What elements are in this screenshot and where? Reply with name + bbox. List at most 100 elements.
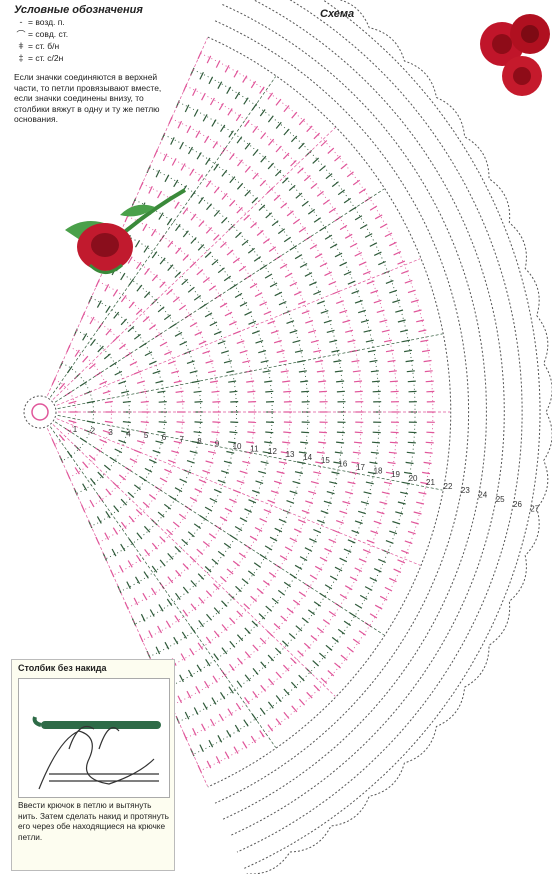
stitch-mark — [179, 141, 184, 150]
stitch-mark — [384, 232, 393, 238]
stitch-mark — [282, 152, 290, 160]
stitch-mark — [298, 698, 306, 706]
stitch-mark — [241, 578, 249, 585]
stitch-mark — [283, 688, 290, 696]
stitch-mark — [228, 441, 237, 444]
stitch-mark — [120, 498, 128, 506]
stitch-mark — [193, 707, 199, 715]
stitch-mark — [265, 390, 274, 393]
stitch-mark — [336, 390, 345, 393]
stitch-mark — [358, 558, 367, 563]
stitch-mark — [164, 350, 172, 356]
legend-label: = ст. с/2н — [28, 53, 64, 63]
stitch-mark — [309, 574, 318, 580]
stitch-mark — [219, 575, 227, 583]
stitch-mark — [366, 280, 375, 285]
stitch-mark — [400, 329, 409, 333]
stitch-mark — [292, 218, 301, 225]
stitch-mark — [113, 311, 120, 319]
stitch-mark — [270, 330, 279, 334]
stitch-mark — [128, 515, 135, 523]
stitch-mark — [211, 390, 220, 393]
stitch-mark — [244, 189, 251, 197]
stitch-mark — [379, 595, 388, 601]
stitch-mark — [262, 451, 271, 454]
stitch-mark — [346, 646, 354, 653]
stitch-mark — [102, 390, 111, 394]
stitch-mark — [303, 642, 311, 649]
stitch-mark — [354, 215, 363, 221]
stitch-mark — [364, 233, 373, 238]
stitch-mark — [244, 697, 250, 705]
stitch-mark — [136, 261, 142, 270]
stitch-mark — [173, 636, 179, 645]
stitch-mark — [202, 350, 211, 355]
stitch-mark — [253, 256, 262, 262]
stitch-mark — [297, 300, 306, 305]
stitch-mark — [313, 684, 321, 692]
stitch-mark — [329, 481, 338, 485]
scheme-row-arc — [185, 85, 398, 739]
stitch-mark — [301, 617, 309, 624]
stitch-mark — [221, 647, 228, 655]
stitch-mark — [173, 179, 179, 188]
stitch-mark — [205, 658, 211, 667]
stitch-mark — [127, 325, 135, 333]
stitch-mark — [298, 142, 305, 150]
stitch-mark — [186, 125, 192, 134]
stitch-mark — [313, 471, 322, 475]
stitch-mark — [158, 604, 164, 612]
stitch-mark — [213, 210, 220, 217]
stitch-mark — [276, 349, 285, 354]
stitch-mark — [142, 501, 150, 508]
stitch-mark — [267, 724, 274, 732]
stitch-mark — [96, 300, 102, 308]
stitch-mark — [265, 212, 273, 219]
stitch-mark — [179, 478, 188, 483]
stitch-mark — [352, 451, 361, 454]
stitch-mark — [243, 97, 249, 105]
row-number-label: 24 — [478, 491, 487, 500]
stitch-mark — [163, 503, 172, 510]
stitch-mark — [158, 401, 167, 403]
stitch-mark — [194, 331, 203, 336]
row-number-label: 9 — [215, 439, 220, 448]
stitch-mark — [280, 202, 288, 209]
stitch-mark — [213, 583, 220, 590]
stitch-mark — [259, 179, 267, 187]
stitch-mark — [163, 314, 172, 321]
stitch-mark — [264, 273, 273, 279]
stitch-mark — [164, 468, 172, 474]
stitch-mark — [300, 380, 309, 383]
stitch-mark — [318, 380, 327, 383]
stitch-mark — [267, 701, 274, 709]
stitch-mark — [238, 552, 247, 559]
stitch-mark — [136, 440, 145, 444]
stitch-mark — [425, 380, 434, 383]
scheme-row-arc — [207, 36, 452, 788]
stitch-mark — [385, 349, 395, 353]
stitch-mark — [294, 254, 303, 260]
stitch-mark — [260, 360, 269, 363]
stitch-mark — [354, 567, 363, 573]
stitch-mark — [279, 263, 288, 269]
stitch-mark — [319, 556, 328, 562]
stitch-mark — [334, 252, 343, 258]
stitch-mark — [254, 292, 263, 298]
stitch-mark — [196, 269, 204, 276]
row-number-label: 8 — [197, 437, 202, 446]
stitch-mark — [388, 370, 397, 373]
stitch-mark — [242, 741, 248, 749]
stitch-mark — [331, 636, 339, 643]
stitch-mark — [404, 349, 413, 353]
stitch-mark — [167, 459, 176, 464]
stitch-mark — [331, 349, 340, 353]
stitch-mark — [323, 319, 332, 324]
stitch-mark — [374, 604, 383, 610]
stitch-mark — [366, 539, 375, 544]
stitch-mark — [267, 92, 274, 100]
stitch-mark — [328, 280, 337, 286]
stitch-mark — [58, 382, 66, 390]
stitch-mark — [120, 272, 126, 281]
row-number-label: 18 — [374, 466, 383, 475]
